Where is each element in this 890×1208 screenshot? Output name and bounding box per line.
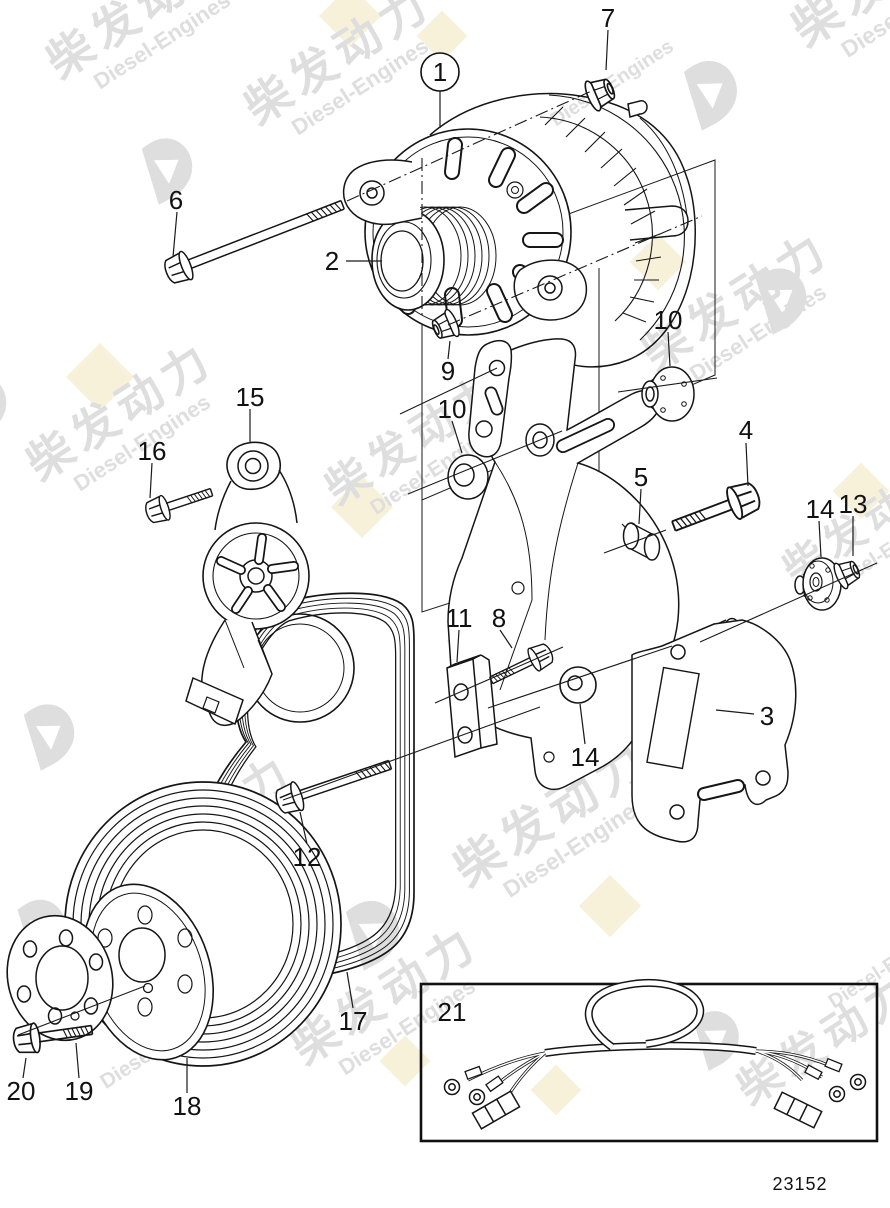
watermark-unit-9 — [10, 694, 87, 772]
ring-terminals — [443, 1073, 867, 1106]
watermark-en-text: Diesel-Engines — [547, 35, 678, 131]
callout-18-19: 18 — [173, 1091, 202, 1121]
drawing-number: 23152 — [772, 1174, 827, 1194]
watermark-logo-icon — [128, 128, 205, 206]
watermark-diamond-7 — [379, 1035, 431, 1087]
watermark-cn-text: 柴发动力 — [729, 964, 890, 1115]
alternator — [342, 92, 696, 368]
callout-21-22: 21 — [438, 997, 467, 1027]
callout-circle-1 — [420, 52, 460, 92]
callout-10-9: 10 — [438, 394, 467, 424]
callout-11-11: 11 — [446, 603, 473, 633]
callout-2-1: 2 — [325, 246, 339, 276]
callout-6-5: 6 — [169, 185, 183, 215]
callout-12-12: 12 — [293, 842, 322, 872]
spacer-plate — [446, 654, 498, 759]
alternator-lug-bottom — [513, 259, 588, 321]
callout-15-16: 15 — [236, 382, 265, 412]
watermark-logo-icon — [669, 50, 750, 132]
callout-1-0: 1 — [433, 57, 447, 87]
watermark-diamond-0 — [318, 0, 382, 48]
watermark-unit-2: Diesel-Engines — [547, 35, 678, 131]
washer-14-bottom — [559, 666, 597, 704]
washer-14-right — [794, 557, 842, 611]
callout-14-14: 14 — [806, 494, 835, 524]
bolt-12 — [271, 749, 396, 818]
callout-3-2: 3 — [760, 701, 774, 731]
harness-inset — [419, 979, 879, 1143]
callout-13-13: 13 — [839, 489, 868, 519]
watermark-logo-icon — [10, 694, 87, 772]
watermark-unit-6 — [0, 364, 19, 442]
callout-19-20: 19 — [65, 1076, 94, 1106]
callout-leaders — [22, 29, 854, 1093]
bolt-4 — [666, 477, 765, 543]
watermark-logo-icon — [681, 1001, 750, 1072]
support-bracket — [631, 619, 797, 843]
callout-20-21: 20 — [7, 1076, 36, 1106]
callout-7-6: 7 — [601, 3, 615, 33]
callout-5-4: 5 — [634, 462, 648, 492]
watermark-diamond-4 — [330, 475, 394, 539]
spade-connectors — [471, 1090, 823, 1130]
belt-tensioner — [185, 441, 310, 726]
watermark-diamond-2 — [66, 343, 134, 411]
bushing-5 — [621, 522, 661, 561]
washer-10-left — [447, 454, 489, 500]
leader-lines — [17, 88, 878, 1036]
callout-10-10: 10 — [654, 305, 683, 335]
watermark-diamond-9 — [530, 1064, 582, 1116]
callout-14-15: 14 — [571, 742, 600, 772]
bolt-6 — [160, 190, 349, 288]
callout-16-17: 16 — [138, 436, 167, 466]
callout-17-18: 17 — [339, 1006, 368, 1036]
watermark-unit-16: 柴发动力 — [729, 964, 890, 1115]
alternator-lug-top — [342, 159, 423, 226]
bracket-upper-plate — [468, 339, 513, 458]
crank-pulley — [64, 781, 342, 1067]
callout-8-7: 8 — [492, 603, 506, 633]
watermark-diamond-6 — [578, 874, 642, 938]
wiring-harness — [443, 979, 867, 1130]
callout-4-3: 4 — [739, 415, 753, 445]
fasteners — [160, 72, 864, 611]
watermark-logo-icon — [0, 364, 19, 442]
bolt-16 — [142, 479, 217, 527]
callout-9-8: 9 — [441, 356, 455, 386]
